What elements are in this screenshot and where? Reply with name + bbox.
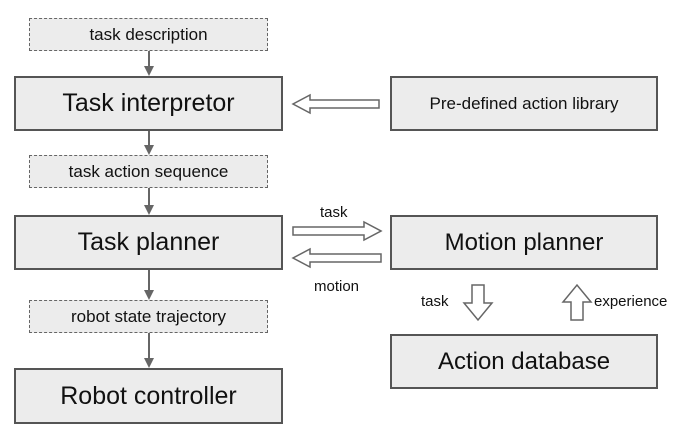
arrow-motion-to-task: [291, 247, 382, 269]
motion-planner-label: Motion planner: [444, 228, 604, 256]
task-planner-label: Task planner: [77, 228, 220, 256]
label-task-to-motion: task: [320, 204, 348, 221]
arrow-database-to-motion: [561, 283, 593, 321]
action-database-box: Action database: [390, 334, 658, 389]
motion-planner-box: Motion planner: [390, 215, 658, 270]
action-database-label: Action database: [437, 347, 611, 375]
predefined-action-library-box: Pre-defined action library: [390, 76, 658, 131]
robot-state-trajectory-label: robot state trajectory: [71, 306, 226, 326]
robot-controller-box: Robot controller: [14, 368, 283, 424]
arrow-motion-to-database: [462, 284, 494, 322]
arrow-library-to-interpretor: [291, 93, 380, 115]
task-interpretor-label: Task interpretor: [62, 89, 235, 117]
label-motion-to-task: motion: [314, 278, 360, 295]
predefined-action-library-label: Pre-defined action library: [429, 93, 619, 113]
label-task-to-database: task: [421, 293, 449, 310]
task-action-sequence-label: task action sequence: [68, 161, 229, 181]
task-action-sequence-box: task action sequence: [29, 155, 268, 188]
arrow-task-to-motion: [292, 220, 383, 242]
task-interpretor-box: Task interpretor: [14, 76, 283, 131]
robot-controller-label: Robot controller: [60, 381, 237, 410]
task-description-label: task description: [89, 24, 208, 44]
label-experience: experience: [594, 293, 668, 310]
robot-state-trajectory-box: robot state trajectory: [29, 300, 268, 333]
task-description-box: task description: [29, 18, 268, 51]
task-planner-box: Task planner: [14, 215, 283, 270]
